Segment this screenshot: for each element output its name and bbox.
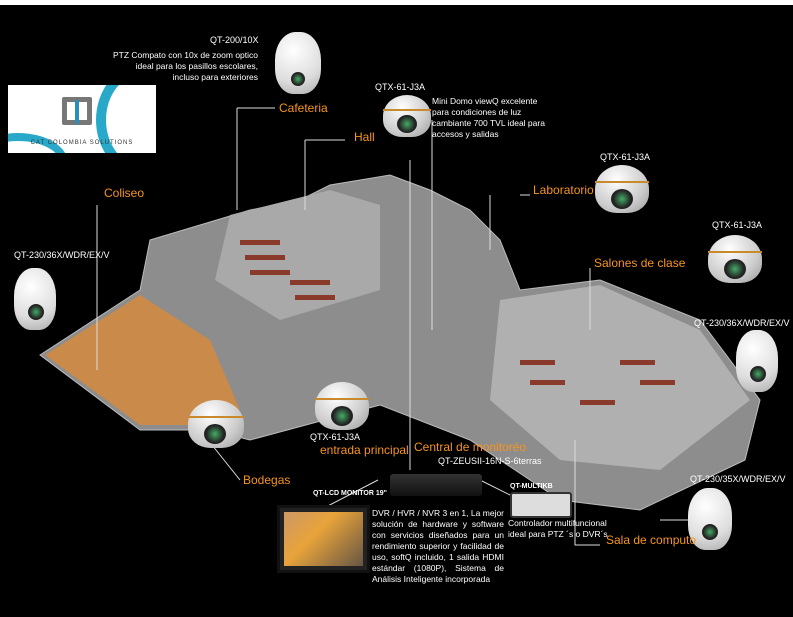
coliseo-court [45,295,240,425]
desc-line: accesos y salidas [432,129,499,139]
dvr-model-label: QT-ZEUSII-16N-S-6terras [438,456,542,466]
camera-model-label: QT-230/36X/WDR/EX/V [694,318,790,328]
desc-line: para condiciones de luz [432,107,522,117]
desc-line: incluso para exteriores [172,72,258,82]
area-label-bodegas: Bodegas [243,473,291,487]
dome-camera-icon [188,400,244,448]
area-label-central: Central de monitoréo [414,440,527,454]
lcd-monitor-icon [277,505,370,573]
dome-camera-icon [595,165,649,213]
dome-camera-icon [708,235,762,283]
ptz-camera-icon [688,488,732,550]
camera-description: Mini Domo viewQ excelente para condicion… [432,96,552,140]
desc-line: Mini Domo viewQ excelente [432,96,538,106]
camera-model-label: QTX-61-J3A [600,152,651,162]
dome-camera-icon [383,95,431,137]
top-strip [0,0,793,5]
monitor-model-label: QT-LCD MONITOR 19" [313,490,387,497]
desc-line: PTZ Compato con 10x de zoom optico [112,50,258,60]
ptz-camera-icon [736,330,778,392]
desc-line: ideal para los pasillos escolares, [135,61,258,71]
area-label-salones: Salones de clase [594,256,686,270]
dvr-icon [390,474,482,496]
area-label-coliseo: Coliseo [104,186,145,200]
area-label-laboratorio: Laboratorio [533,183,594,197]
callout-lines [96,107,690,546]
camera-model-label: QTX-61-J3A [310,432,361,442]
keyboard-controller-icon [510,492,572,518]
area-label-hall: Hall [354,130,375,144]
camera-description: PTZ Compato con 10x de zoom optico ideal… [100,50,258,83]
ptz-camera-icon [275,32,321,94]
keyboard-description: Controlador multifuncional ideal para PT… [508,518,608,540]
company-logo: CAT COLOMBIA SOLUTIONS [8,85,156,153]
keyboard-model-label: QT-MULTIKB [510,483,553,490]
ptz-camera-icon [14,268,56,330]
camera-model-label: QT-200/10X [210,35,259,45]
camera-model-label: QTX-61-J3A [375,82,426,92]
desc-line: Controlador multifuncional [508,518,607,528]
desc-line: cambiante 700 TVL ideal para [432,118,545,128]
logo-text: CAT COLOMBIA SOLUTIONS [30,140,134,146]
cafeteria-hall-block [215,190,380,320]
area-label-entrada: entrada principal [320,443,409,457]
dome-camera-icon [315,382,369,430]
logo-mark-icon [62,97,92,125]
area-label-cafeteria: Cafeteria [279,101,328,115]
seating-rows [240,240,675,405]
dvr-description: DVR / HVR / NVR 3 en 1, La mejor solució… [372,508,504,584]
camera-model-label: QT-230/36X/WDR/EX/V [14,250,110,260]
area-label-sala-computo: Sala de computo [606,533,697,547]
camera-model-label: QTX-61-J3A [712,220,763,230]
salones-block [490,285,750,470]
camera-model-label: QT-230/35X/WDR/EX/V [690,474,786,484]
desc-line: ideal para PTZ ´s o DVR´s [508,529,608,539]
